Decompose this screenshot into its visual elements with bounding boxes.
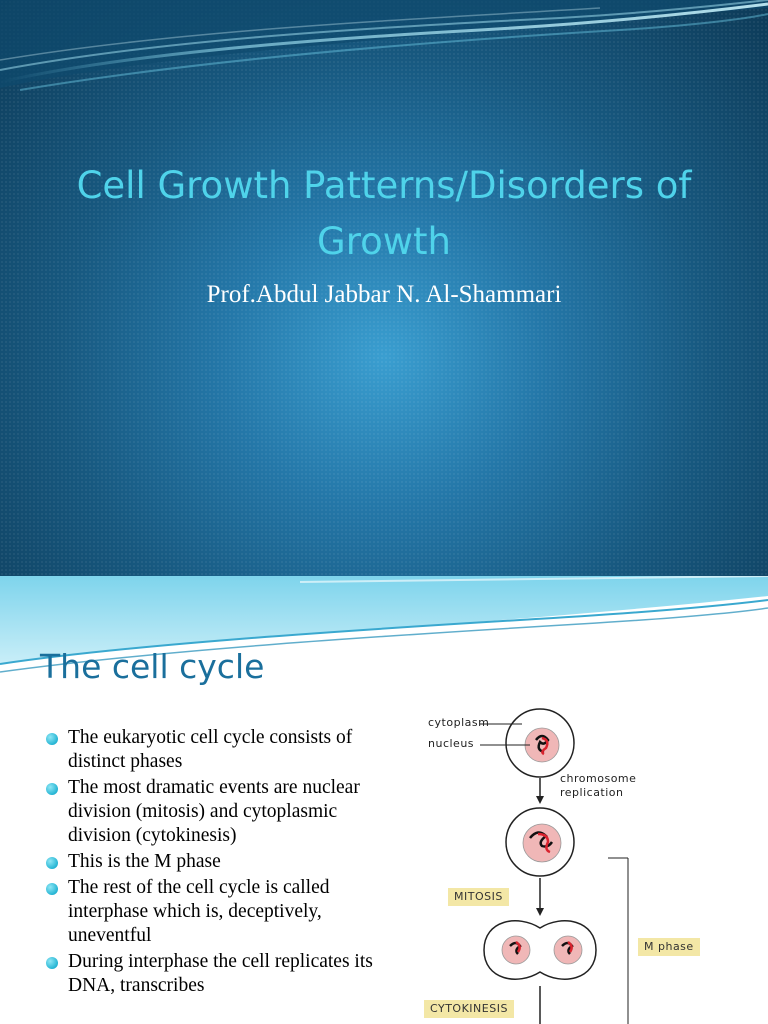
- bullet-icon: [46, 783, 58, 795]
- top-wave-decoration: [0, 0, 768, 91]
- content-slide: The cell cycle The eukaryotic cell cycle…: [0, 576, 768, 1024]
- slide-header-waves: [0, 576, 768, 673]
- slide-texture: [0, 0, 768, 576]
- bullet-icon: [46, 857, 58, 869]
- bullet-list: The eukaryotic cell cycle consists of di…: [46, 726, 376, 1000]
- cytoplasm-label: cytoplasm: [428, 716, 490, 729]
- bullet-item: This is the M phase: [46, 850, 376, 874]
- bullet-item: The most dramatic events are nuclear div…: [46, 776, 376, 848]
- bullet-text: The rest of the cell cycle is called int…: [68, 877, 330, 946]
- title-slide: Cell Growth Patterns/Disorders of Growth…: [0, 0, 768, 576]
- cell-cycle-diagram: cytoplasm nucleus chromosome replication…: [418, 706, 740, 1024]
- presentation-author: Prof.Abdul Jabbar N. Al-Shammari: [206, 281, 562, 308]
- bullet-text: The eukaryotic cell cycle consists of di…: [68, 727, 353, 772]
- mitosis-label: MITOSIS: [448, 888, 509, 906]
- bullet-item: The rest of the cell cycle is called int…: [46, 876, 376, 948]
- bullet-icon: [46, 883, 58, 895]
- nucleus-label: nucleus: [428, 737, 475, 750]
- replication-label: replication: [560, 786, 624, 799]
- presentation-title: Cell Growth Patterns/Disorders of Growth: [76, 164, 692, 263]
- cytokinesis-label: CYTOKINESIS: [424, 1000, 514, 1018]
- bullet-text: The most dramatic events are nuclear div…: [68, 777, 360, 846]
- bullet-icon: [46, 957, 58, 969]
- chromosome-label: chromosome: [560, 772, 637, 785]
- bullet-icon: [46, 733, 58, 745]
- slide-title: The cell cycle: [40, 647, 265, 686]
- bullet-item: During interphase the cell replicates it…: [46, 950, 376, 998]
- cell-cycle-figure: [480, 708, 629, 1024]
- m-phase-label: M phase: [638, 938, 700, 956]
- bullet-text: During interphase the cell replicates it…: [68, 951, 373, 996]
- bullet-item: The eukaryotic cell cycle consists of di…: [46, 726, 376, 774]
- bullet-text: This is the M phase: [68, 851, 221, 872]
